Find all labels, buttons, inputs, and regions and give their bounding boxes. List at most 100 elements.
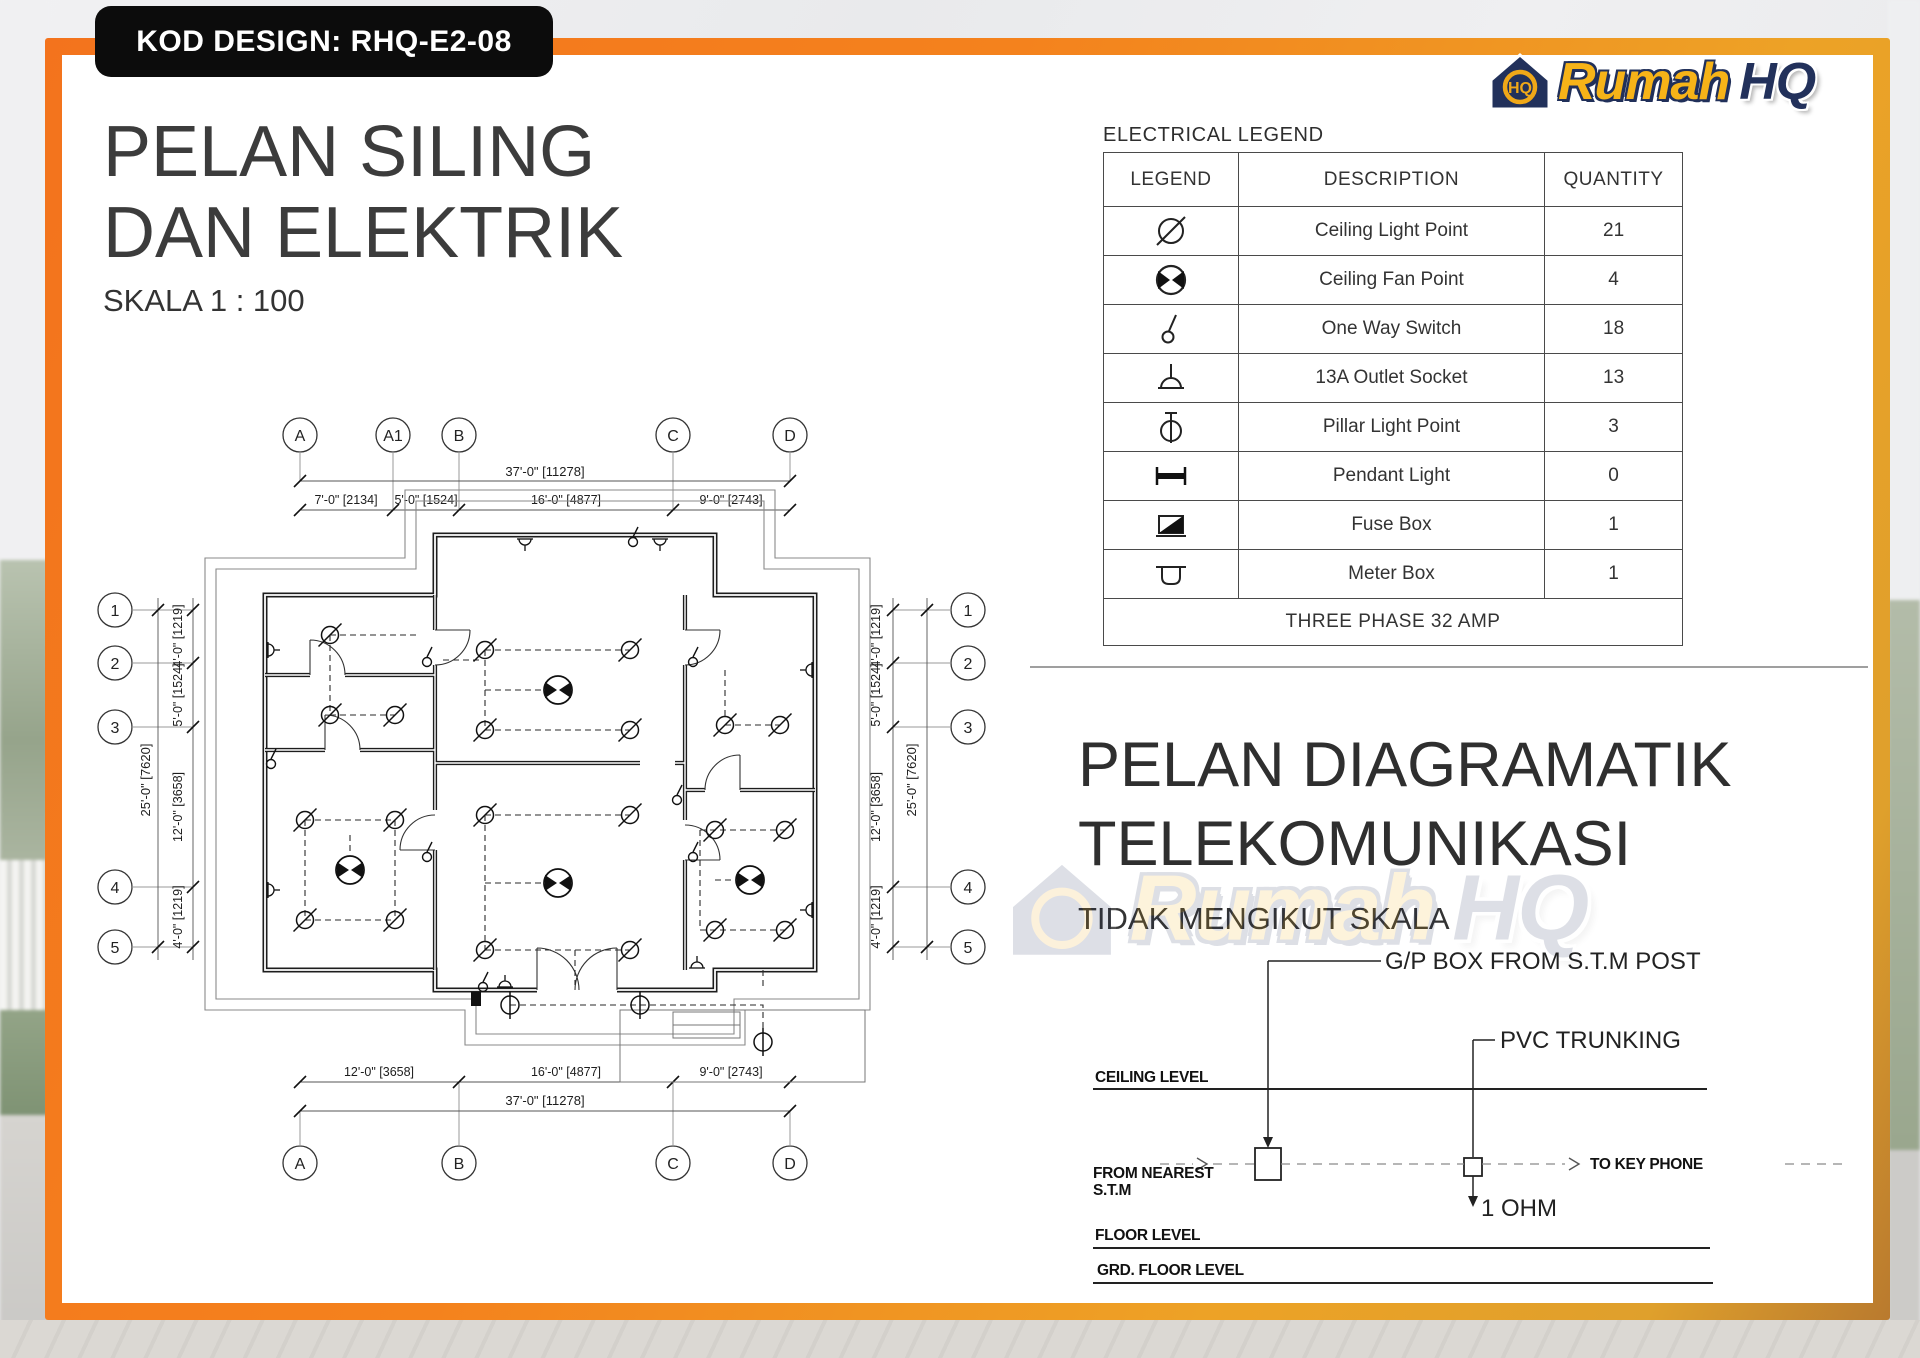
rumahhq-logo: HQ Rumah HQ [1488,52,1816,112]
legend-qty: 18 [1544,304,1683,354]
ceiling-fan-icon [1155,264,1186,296]
picket-fence [0,860,48,1010]
run-arrows [1196,1157,1581,1171]
legend-row-outlet-socket: 13A Outlet Socket 13 [1103,353,1683,403]
dim-bottom-seg: 9'-0" [2743] [699,1065,762,1079]
legend-desc: Fuse Box [1237,500,1546,550]
house-icon: HQ [1489,53,1551,111]
grid-bubbles-bottom [282,1145,808,1181]
electrical-legend-table: LEGEND DESCRIPTION QUANTITY Ceiling Ligh… [1103,152,1683,646]
dim-left-seg: 12'-0" [3658] [171,772,185,842]
title-line-2: DAN ELEKTRIK [103,192,624,273]
meter-box-symbol [471,992,481,1006]
dim-bottom-seg: 12'-0" [3658] [344,1065,414,1079]
dim-right-seg: 5'-0" [1524] [869,663,883,726]
legend-row-pillar-light: Pillar Light Point 3 [1103,402,1683,452]
gp-arrow [1263,1137,1273,1148]
section-divider [1030,666,1868,668]
outlet-socket-icon [1157,364,1184,389]
telecom-title-line-1: PELAN DIAGRAMATIK [1078,730,1732,800]
title-line-1: PELAN SILING [103,112,596,192]
legend-footer-row: THREE PHASE 32 AMP [1103,598,1683,646]
dim-top-seg: 7'-0" [2134] [314,493,377,507]
pillar-light-icon [1159,412,1182,443]
logo-word-hq: HQ [1739,53,1816,111]
dim-left-seg: 5'-0" [1524] [171,663,185,726]
dim-top-seg: 9'-0" [2743] [699,493,762,507]
gp-box [1254,1147,1282,1181]
grid-label: 4 [964,880,973,897]
grid-bubbles-left [97,592,133,965]
legend-section-title: ELECTRICAL LEGEND [1103,124,1324,146]
ceiling-level-label: CEILING LEVEL [1095,1069,1208,1086]
grid-label: D [784,428,796,445]
background-photo-right [1888,0,1920,1358]
legend-qty: 21 [1544,206,1683,256]
stm-label: S.T.M [1093,1182,1131,1199]
grid-label: 5 [964,940,973,957]
legend-qty: 3 [1544,402,1683,452]
telecom-title-line-2: TELEKOMUNIKASI [1078,809,1632,880]
quantity-col-header: QUANTITY [1544,152,1683,207]
ohm-arrow [1468,1196,1478,1207]
legend-row-fuse-box: Fuse Box 1 [1103,500,1683,550]
legend-desc: Pendant Light [1237,451,1546,501]
legend-qty: 1 [1544,500,1683,550]
dim-top-total: 37'-0" [11278] [505,464,584,479]
dim-left-seg: 4'-0" [1219] [171,885,185,948]
grid-label: D [784,1156,796,1173]
dim-lines-top [300,480,790,511]
one-way-switch-icon [1161,314,1177,344]
building-walls [262,532,818,993]
gp-box-leader [1267,960,1381,1141]
grid-leaders-left [132,609,193,948]
meter-box-icon [1155,566,1186,585]
grid-label: 1 [964,603,973,620]
background-photo-left [0,0,48,1358]
legend-row-one-way-switch: One Way Switch 18 [1103,304,1683,354]
legend-desc: 13A Outlet Socket [1237,353,1546,403]
telecom-title: PELAN DIAGRAMATIK TELEKOMUNIKASI TIDAK M… [1078,726,1731,937]
ohm-label: 1 OHM [1481,1195,1557,1222]
ceiling-electrical-plan: A A1 B C D 37'-0" [11278] 7'-0" [2134] 5… [97,417,986,1181]
fuse-box-icon [1155,515,1186,537]
legend-footer: THREE PHASE 32 AMP [1103,598,1683,646]
grid-label: 2 [111,656,120,673]
design-code-badge: KOD DESIGN: RHQ-E2-08 [95,6,553,77]
grid-label: A [295,428,306,445]
pvc-box [1463,1157,1483,1177]
title-scale: SKALA 1 : 100 [103,283,305,319]
legend-qty: 1 [1544,549,1683,599]
ceiling-light-icon [1156,216,1186,246]
description-col-header: DESCRIPTION [1237,152,1546,207]
grid-leaders-bottom [299,1082,791,1146]
dim-bottom-total: 37'-0" [11278] [505,1093,584,1108]
sheet-title: PELAN SILING DAN ELEKTRIK SKALA 1 : 100 [103,112,623,319]
telecom-diagram: G/P BOX FROM S.T.M POST PVC TRUNKING CEI… [1093,948,1843,1284]
design-code-text: KOD DESIGN: RHQ-E2-08 [136,24,512,58]
legend-header-row: LEGEND DESCRIPTION QUANTITY [1103,152,1683,207]
from-nearest-label: FROM NEAREST [1093,1165,1214,1182]
dim-bottom-seg: 16'-0" [4877] [531,1065,601,1079]
floor-level-label: FLOOR LEVEL [1095,1227,1200,1244]
legend-desc: Ceiling Fan Point [1237,255,1546,305]
legend-col-header: LEGEND [1103,152,1239,207]
grid-label: B [454,1156,465,1173]
legend-qty: 13 [1544,353,1683,403]
dim-left-total: 25'-0" [7620] [138,744,153,817]
grid-label: 4 [111,880,120,897]
grid-label: 2 [964,656,973,673]
dim-right-seg: 4'-0" [1219] [869,604,883,667]
circuit-dashed-lines [304,634,785,1033]
to-key-phone-label: TO KEY PHONE [1590,1156,1703,1173]
grd-floor-level-label: GRD. FLOOR LEVEL [1097,1262,1244,1279]
grid-label: C [667,1156,679,1173]
legend-row-ceiling-light: Ceiling Light Point 21 [1103,206,1683,256]
dim-top-seg: 5'-0" [1524] [394,493,457,507]
legend-desc: Meter Box [1237,549,1546,599]
logo-monogram: HQ [1508,80,1532,97]
legend-qty: 0 [1544,451,1683,501]
legend-row-meter-box: Meter Box 1 [1103,549,1683,599]
legend-desc: Pillar Light Point [1237,402,1546,452]
